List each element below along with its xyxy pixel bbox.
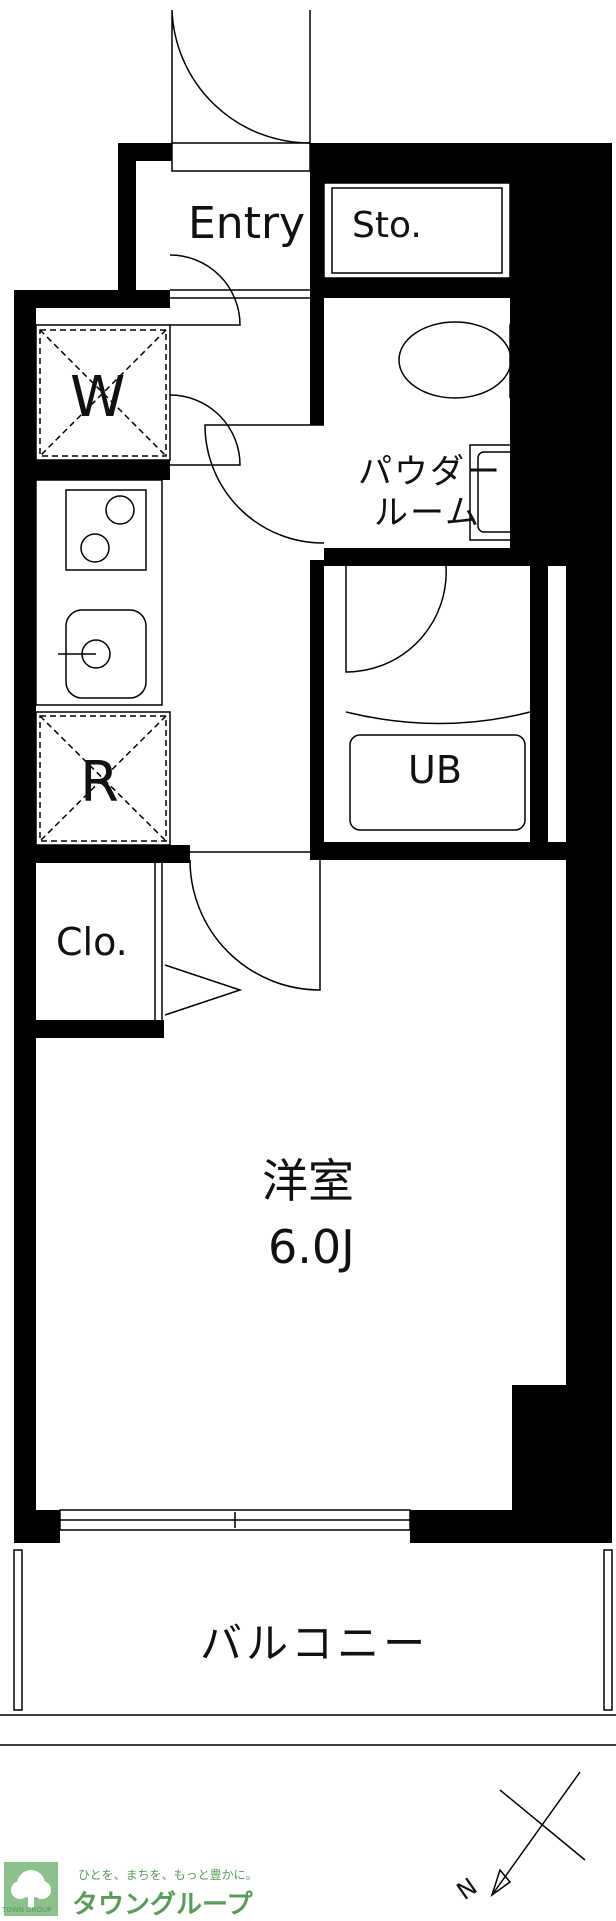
main-room-label: 洋室 bbox=[262, 1154, 354, 1208]
powder-room-label-line2: ルーム bbox=[374, 493, 481, 533]
fixtures bbox=[0, 9, 616, 1897]
brand-tagline: ひとを、まちを、もっと豊かに。 bbox=[78, 1868, 258, 1882]
fridge-label: R bbox=[80, 750, 119, 815]
storage-label: Sto. bbox=[352, 205, 422, 246]
closet-label: Clo. bbox=[56, 920, 128, 964]
unit-bath-label: UB bbox=[408, 748, 462, 792]
main-room-size: 6.0J bbox=[268, 1220, 355, 1274]
washer-label: W bbox=[70, 365, 126, 430]
entry-label: Entry bbox=[188, 198, 306, 249]
powder-room-label-line1: パウダー bbox=[358, 452, 502, 492]
brand-sub: TOWN GROUP bbox=[2, 1906, 52, 1914]
walls bbox=[14, 143, 612, 1543]
brand-name: タウングループ bbox=[72, 1890, 253, 1920]
brand-footer: ひとを、まちを、もっと豊かに。 タウングループ TOWN GROUP bbox=[0, 1858, 616, 1920]
tree-logo-icon bbox=[4, 1862, 58, 1916]
balcony-label: バルコニー bbox=[200, 1619, 430, 1668]
